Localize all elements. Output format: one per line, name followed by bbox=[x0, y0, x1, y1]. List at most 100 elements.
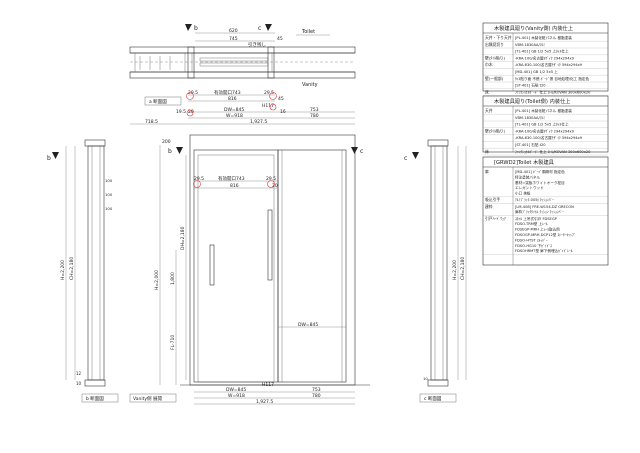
plan-dim-7185: 718.5 bbox=[145, 119, 158, 125]
elev-dim-753: 753 bbox=[312, 387, 321, 393]
elev-dim-h117: H117 bbox=[262, 382, 274, 388]
elev-label-vanity: Vanity側 展開 bbox=[133, 395, 162, 402]
spec3-row-value: 小口 挟板 bbox=[515, 191, 531, 196]
vanity-elevation: b c 29.5 有効開口743 29.5 816 20 200 H=2,000… bbox=[129, 134, 370, 405]
spec1-title: 木製建具廻り(Vanity側) 内装仕上 bbox=[494, 24, 573, 32]
elev-dim-1800: 1,800 bbox=[170, 272, 176, 285]
spec1-row-value: [PL-401] 木製化粧パネル 樹脂塗装 bbox=[515, 35, 572, 40]
elev-label-c: c 断面図 bbox=[424, 395, 442, 402]
section-c: c H=2,200 CH=2,180 10 c 断面図 bbox=[404, 139, 467, 403]
spec2-title: 木製建具廻り(Toilet側) 内装仕上 bbox=[494, 97, 570, 105]
elev-dim-200: 200 bbox=[162, 139, 171, 145]
spec2-row-value: -KRA-630-100/名古屋ﾓｻﾞｲｸ 594x294x9 bbox=[515, 135, 583, 140]
spec1-row-value: -KRA-630-100/名古屋ﾓｻﾞｲｸ 594x294x9 bbox=[515, 62, 583, 67]
spec3-row-key: 吸込引手 bbox=[485, 197, 500, 202]
elev-dim-816: 816 bbox=[230, 183, 239, 189]
elev-dim-780: 780 bbox=[312, 393, 321, 399]
spec2-row-value: VBM-1830AA/ｱﾙﾐ bbox=[515, 115, 545, 120]
plan-toilet-label: Toilet bbox=[301, 29, 315, 35]
elev-c-h: H=2,200 bbox=[452, 260, 458, 280]
spec1-row-value: -KRA-100/名古屋ﾓｻﾞｲｸ 294x294x9 bbox=[515, 55, 575, 60]
spec3-row-value: FDSO-HTST ｽﾄｯﾊﾟｰ bbox=[515, 237, 548, 242]
spec3-row-value: エレガントウッド bbox=[515, 185, 544, 190]
plan-dim-1927: 1,927.5 bbox=[250, 119, 267, 125]
spec3-row-value: ｽﾀｲﾙ 上吊式引戸 FDSEGP bbox=[515, 216, 558, 221]
spec1-row-value: [MD-401] GB 1/2 5x5 上 bbox=[515, 69, 558, 74]
elev-dim-295b: 29.5 bbox=[266, 176, 276, 182]
plan-tag-b: b bbox=[194, 25, 198, 32]
elev-b-12: 12 bbox=[76, 371, 82, 376]
spec1-row-value: [TL-401] GB 1/2 5x5 上ﾀｲﾙ仕上 bbox=[515, 49, 569, 54]
spec3-row-value: [LM-408] FRE-W154-DZ GRECON bbox=[515, 205, 574, 209]
plan-dim-45: 45 bbox=[277, 36, 283, 42]
spec3-row-value: FDSOGP-MRH-DCP12型 ｽﾄｰﾀｰｷｬｯﾌﾟ bbox=[515, 232, 575, 237]
plan-vanity-label: Vanity bbox=[302, 82, 318, 88]
spec2-row-key: 天井 bbox=[485, 108, 493, 113]
spec1-row-value: ﾀｲﾙ貼り面 不燃 ﾎﾞｰﾄﾞ張 目地処理/化工 指定色 bbox=[515, 76, 589, 81]
spec3-row-value: ｱﾙﾐﾌﾞﾗｯｸ-005J ｸｯｼｮﾝﾊﾞｰ bbox=[515, 197, 554, 202]
plan-dim-dw: DW=845 bbox=[224, 107, 244, 113]
spec3-title: [GRWD2]Toilet 木製建具 bbox=[494, 158, 554, 166]
elev-dim-295a: 29.5 bbox=[194, 176, 204, 182]
plan-dim-753: 753 bbox=[310, 107, 319, 113]
spec3-row-value: FDSEGP-MRH 上ﾚｰﾙ取込用 bbox=[515, 227, 560, 232]
spec2-row-value: ﾌｧﾝｸｼｮﾅﾙﾎﾞｰﾄﾞ 仕上 ﾛｰﾙ/KOVAN 300x600x20 bbox=[515, 149, 591, 154]
plan-dim-295a: 29.5 bbox=[188, 90, 198, 96]
spec2-row-key: 床 bbox=[485, 149, 489, 154]
elev-dim-1927: 1,927.5 bbox=[256, 399, 273, 405]
section-b: b H=2,200 CH=2,180 12 10 100 100 100 b 断… bbox=[47, 139, 119, 403]
spec3-row-value: FDSO-HG10 下ｶﾞｲﾄﾞｽ bbox=[515, 243, 552, 248]
elev-tag-c: c bbox=[360, 148, 363, 155]
plan-dim-295b: 29.5 bbox=[264, 90, 274, 96]
elev-c-10: 10 bbox=[423, 376, 428, 381]
elev-dim-dw: DW=845 bbox=[226, 387, 246, 393]
spec3-row-value: FDSOHRMT型 扉下側埋込ｶﾞｲﾄﾞﾚｰﾙ bbox=[515, 248, 573, 253]
spec1-row-value: [ST-401] 石貼 t20 bbox=[515, 83, 546, 88]
plan-dim-780: 780 bbox=[310, 113, 319, 119]
plan-view: b c 620 745 45 引き残し Toilet Vanity bbox=[129, 24, 356, 125]
spec1-row-key: 出隅見切り bbox=[485, 42, 504, 47]
spec3-row-value: 基材=突板ホワイトオーク柾目 bbox=[515, 180, 565, 185]
elev-dim-20: 20 bbox=[272, 183, 278, 189]
plan-dim-117: H117 bbox=[262, 103, 274, 109]
spec2-row-key: 壁(ﾀｲﾙ貼り) bbox=[485, 128, 506, 133]
spec-table-door: [GRWD2]Toilet 木製建具 扉[MD-401] ﾎﾞｰﾄﾞ胴縁材 指定… bbox=[482, 156, 609, 266]
elev-tag-b: b bbox=[47, 155, 51, 162]
elev-b-100c: 100 bbox=[105, 206, 113, 211]
spec1-row-key: 壁(ﾀｲﾙ貼り) bbox=[485, 55, 506, 60]
spec3-row-key: 引戸ﾊｰﾄﾞｳｪｱ bbox=[485, 216, 506, 221]
spec1-row-key: 壁(一般部) bbox=[485, 76, 504, 81]
spec2-row-value: [TL-401] GB 1/2 5x5 上ﾀｲﾙ仕上 bbox=[515, 122, 569, 127]
elev-b-100b: 100 bbox=[105, 192, 113, 197]
spec1-row-key: 天井・下り天井 bbox=[485, 35, 512, 40]
spec3-row-value: FDSO-TRM型 上ﾚｰﾙ bbox=[515, 221, 548, 226]
spec1-row-value: ﾌｧﾝｸｼｮﾅﾙﾎﾞｰﾄﾞ 仕上 ﾛｰﾙ/KOVAN 300x600x20 bbox=[515, 89, 591, 94]
spec2-row-value: [PL-401] 木製化粧パネル 樹脂塗装 bbox=[515, 108, 572, 113]
elev-dw-inner: DW=845 bbox=[298, 322, 318, 328]
spec-table-vanity: 木製建具廻り(Vanity側) 内装仕上 天井・下り天井[PL-401] 木製化… bbox=[482, 22, 609, 96]
elev-dim-dh: DH=2,180 bbox=[180, 226, 186, 250]
spec2-row-value: [ST-401] 石貼 t20 bbox=[515, 142, 546, 147]
spec1-row-key: 巾木 bbox=[485, 62, 493, 67]
plan-dim-195: 19.5 bbox=[176, 109, 186, 115]
elev-b-10: 10 bbox=[76, 381, 82, 386]
spec3-row-value: 特注塗装パネル bbox=[515, 174, 541, 179]
elev-tag-b2: b bbox=[168, 148, 172, 155]
elev-b-h: H=2,200 bbox=[60, 260, 66, 280]
plan-dim-w: W=918 bbox=[226, 113, 243, 119]
plan-dim-745: 745 bbox=[229, 36, 238, 42]
elev-dim-fl: FL-710 bbox=[170, 335, 176, 350]
spec3-row-key: 建枠 bbox=[485, 204, 493, 209]
elev-dim-opening: 有効開口743 bbox=[218, 175, 245, 182]
plan-dim-45b: 45 bbox=[278, 96, 284, 102]
spec1-row-key: 床 bbox=[485, 89, 489, 94]
elev-c-ch: CH=2,180 bbox=[460, 257, 466, 280]
plan-door-label: 引き残し bbox=[248, 41, 266, 48]
elev-tag-c2: c bbox=[404, 155, 407, 162]
spec3-row-value: [MD-401] ﾎﾞｰﾄﾞ胴縁材 指定色 bbox=[515, 169, 565, 174]
spec2-row-value: -KRA-100/名古屋ﾓｻﾞｲｸ 294x294x9 bbox=[515, 128, 575, 133]
elev-dim-w: W=918 bbox=[228, 393, 245, 399]
plan-tag-c: c bbox=[258, 25, 261, 32]
plan-dim-816: 816 bbox=[228, 96, 237, 102]
